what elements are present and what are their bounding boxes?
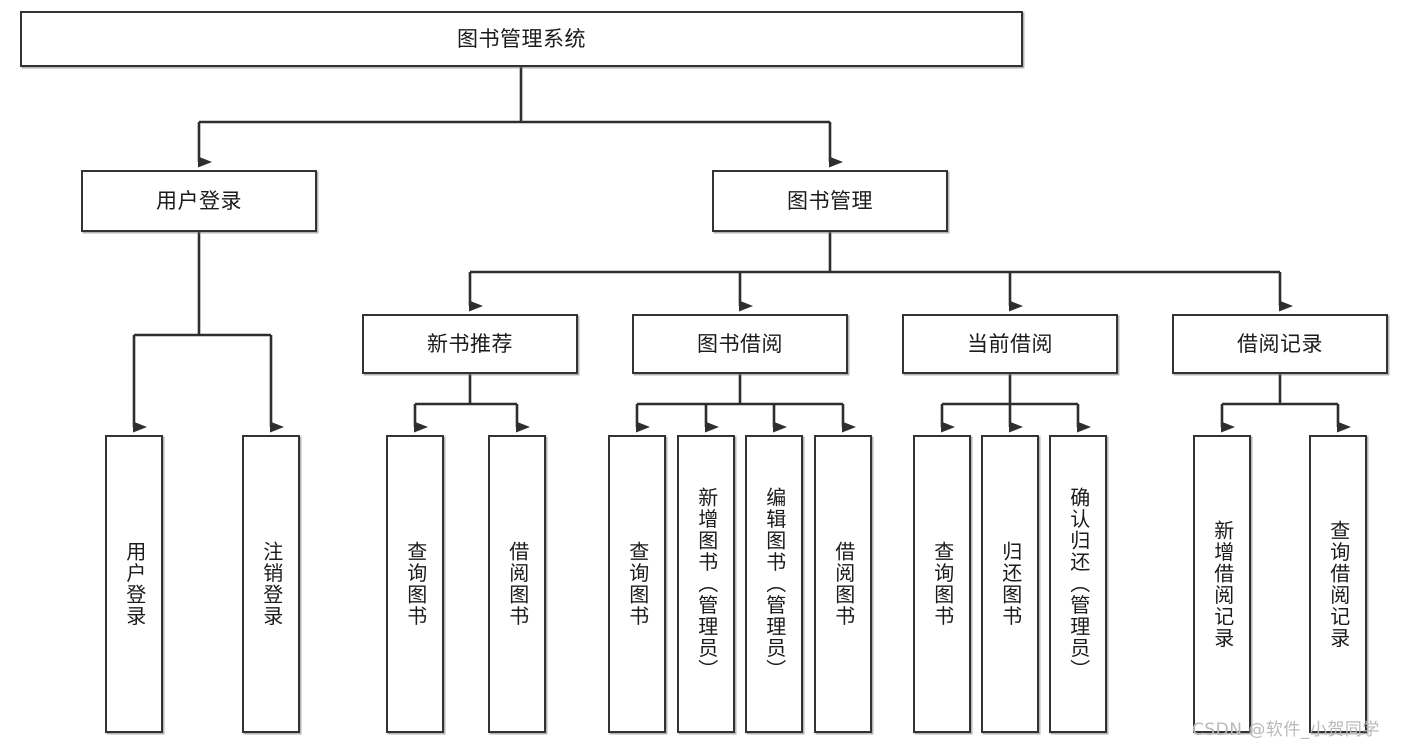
leaf-return-book[interactable]: 归还图书 xyxy=(981,435,1039,733)
leaf-new-book-borrow-label: 借阅图书 xyxy=(505,541,530,627)
node-current-borrow-label: 当前借阅 xyxy=(967,331,1053,356)
leaf-new-book-borrow[interactable]: 借阅图书 xyxy=(488,435,546,733)
node-user-login-label: 用户登录 xyxy=(156,188,242,213)
node-new-book-recommend-label: 新书推荐 xyxy=(427,331,513,356)
leaf-logout[interactable]: 注销登录 xyxy=(242,435,300,733)
node-new-book-recommend[interactable]: 新书推荐 xyxy=(362,314,578,374)
node-borrow-record[interactable]: 借阅记录 xyxy=(1172,314,1388,374)
leaf-edit-book-admin[interactable]: 编辑图书（管理员） xyxy=(745,435,803,733)
leaf-query-borrow-record-label: 查询借阅记录 xyxy=(1326,519,1351,649)
leaf-confirm-return-admin-label: 确认归还（管理员） xyxy=(1066,487,1091,681)
leaf-user-login-label: 用户登录 xyxy=(122,541,147,627)
node-book-borrow[interactable]: 图书借阅 xyxy=(632,314,848,374)
leaf-logout-label: 注销登录 xyxy=(259,541,284,627)
leaf-new-book-query[interactable]: 查询图书 xyxy=(386,435,444,733)
leaf-borrow-query-book[interactable]: 查询图书 xyxy=(608,435,666,733)
leaf-user-login[interactable]: 用户登录 xyxy=(105,435,163,733)
leaf-add-book-admin[interactable]: 新增图书（管理员） xyxy=(677,435,735,733)
leaf-return-book-label: 归还图书 xyxy=(998,541,1023,627)
leaf-edit-book-admin-label: 编辑图书（管理员） xyxy=(762,487,787,681)
leaf-add-book-admin-label: 新增图书（管理员） xyxy=(694,487,719,681)
node-book-management[interactable]: 图书管理 xyxy=(712,170,948,232)
leaf-borrow-book-label: 借阅图书 xyxy=(831,541,856,627)
leaf-add-borrow-record[interactable]: 新增借阅记录 xyxy=(1193,435,1251,733)
node-current-borrow[interactable]: 当前借阅 xyxy=(902,314,1118,374)
node-root-system-label: 图书管理系统 xyxy=(457,26,586,51)
leaf-current-query-book[interactable]: 查询图书 xyxy=(913,435,971,733)
node-borrow-record-label: 借阅记录 xyxy=(1237,331,1323,356)
leaf-new-book-query-label: 查询图书 xyxy=(403,541,428,627)
leaf-confirm-return-admin[interactable]: 确认归还（管理员） xyxy=(1049,435,1107,733)
leaf-borrow-book[interactable]: 借阅图书 xyxy=(814,435,872,733)
csdn-watermark: CSDN @软件_小贺同学 xyxy=(1192,720,1380,740)
node-root-system[interactable]: 图书管理系统 xyxy=(20,11,1023,67)
leaf-add-borrow-record-label: 新增借阅记录 xyxy=(1210,519,1235,649)
leaf-query-borrow-record[interactable]: 查询借阅记录 xyxy=(1309,435,1367,733)
leaf-borrow-query-book-label: 查询图书 xyxy=(625,541,650,627)
leaf-current-query-book-label: 查询图书 xyxy=(930,541,955,627)
node-book-management-label: 图书管理 xyxy=(787,188,873,213)
node-book-borrow-label: 图书借阅 xyxy=(697,331,783,356)
node-user-login[interactable]: 用户登录 xyxy=(81,170,317,232)
